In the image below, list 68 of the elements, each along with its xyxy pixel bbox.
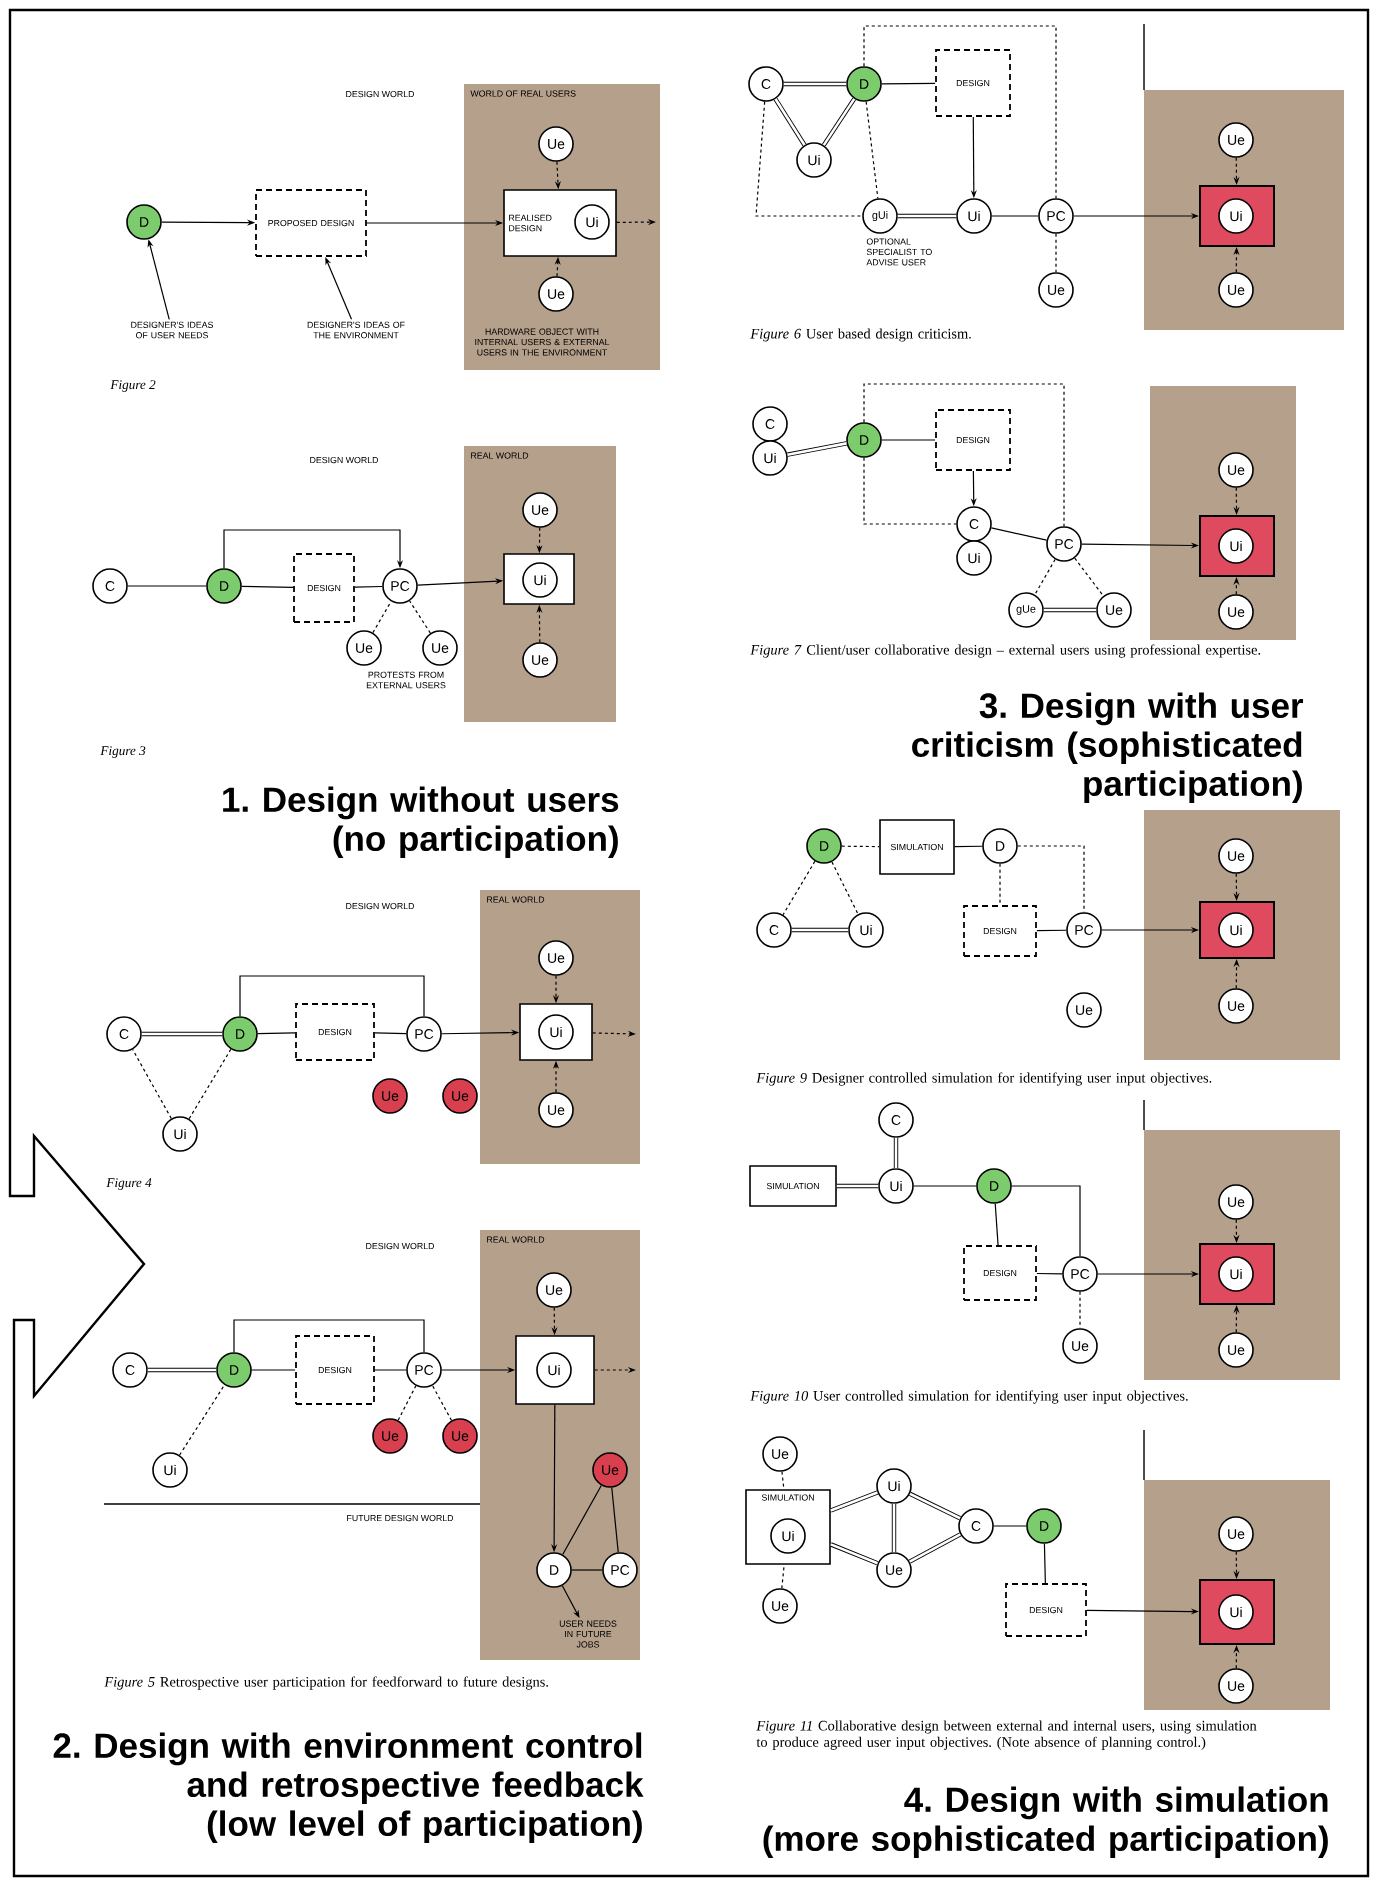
- connector-line: [1074, 557, 1104, 597]
- connector-line: [409, 600, 431, 634]
- connector-line: [251, 1369, 296, 1371]
- connector-line: [1055, 233, 1057, 273]
- connector-line: [954, 845, 983, 848]
- connector-line: [132, 1048, 172, 1120]
- connector-line: [127, 585, 207, 587]
- connector-line: [993, 1525, 1027, 1527]
- connector-line: [865, 101, 879, 199]
- connector-line: [354, 585, 383, 588]
- connector-line: [233, 1319, 425, 1353]
- double-line: [787, 441, 847, 457]
- arrow: [223, 529, 404, 569]
- connector-line: [1034, 558, 1056, 596]
- connector-line: [994, 1203, 999, 1246]
- connector-line: [999, 863, 1001, 906]
- connector-line: [913, 1185, 977, 1187]
- connector-line: [990, 527, 1048, 541]
- connector-line: [397, 1385, 417, 1421]
- connector-line: [782, 860, 816, 916]
- double-line: [141, 1031, 223, 1037]
- connector-line: [257, 1032, 296, 1035]
- connector-line: [188, 1048, 232, 1120]
- connector-line: [611, 1487, 619, 1553]
- connector-line: [1036, 929, 1067, 932]
- double-line: [147, 1367, 217, 1373]
- connector-line: [431, 1385, 453, 1421]
- double-line: [908, 1532, 962, 1564]
- connector-line: [571, 1569, 603, 1571]
- connector-line: [1043, 1543, 1046, 1584]
- double-line: [897, 213, 957, 219]
- connector-line: [179, 1384, 225, 1456]
- section-title: 4. Design with simulation (more sophisticated participation): [763, 1786, 1328, 1859]
- connector-line: [374, 1369, 407, 1371]
- connector-line: [1017, 845, 1085, 913]
- connector-line: [831, 861, 859, 915]
- double-line: [909, 1491, 961, 1521]
- connector-line: [1079, 1291, 1081, 1329]
- connector-line: [881, 439, 936, 441]
- double-line: [773, 97, 807, 147]
- double-line: [830, 1490, 879, 1513]
- connector-line: [991, 215, 1039, 217]
- section-title: 1. Design without users (no participation): [223, 786, 619, 859]
- connector-line: [374, 1032, 407, 1035]
- section-title: 3. Design with user criticism (sophisticated participation): [912, 692, 1304, 804]
- double-line: [891, 1503, 897, 1553]
- connector-line: [239, 975, 425, 1017]
- connector-line: [863, 457, 957, 525]
- double-line: [783, 81, 847, 87]
- connector-line: [841, 845, 880, 848]
- double-line: [821, 97, 857, 147]
- connector-line: [863, 383, 1065, 527]
- connector-line: [372, 600, 392, 634]
- connector-line: [781, 1471, 785, 1490]
- connector-line: [781, 1564, 785, 1589]
- double-line: [791, 927, 849, 933]
- connector-line: [562, 1484, 602, 1556]
- double-line: [829, 1542, 879, 1566]
- double-line: [1043, 607, 1097, 613]
- connector-line: [863, 25, 1057, 199]
- connector-line: [241, 585, 294, 588]
- connector-line: [1011, 1185, 1081, 1257]
- double-line: [893, 1137, 899, 1169]
- connector-line: [755, 101, 863, 217]
- connector-line: [1036, 1272, 1063, 1275]
- connector-line: [881, 82, 936, 85]
- double-line: [836, 1183, 879, 1189]
- section-title: 2. Design with environment control and retrospective feedback (low level of participation): [53, 1732, 644, 1844]
